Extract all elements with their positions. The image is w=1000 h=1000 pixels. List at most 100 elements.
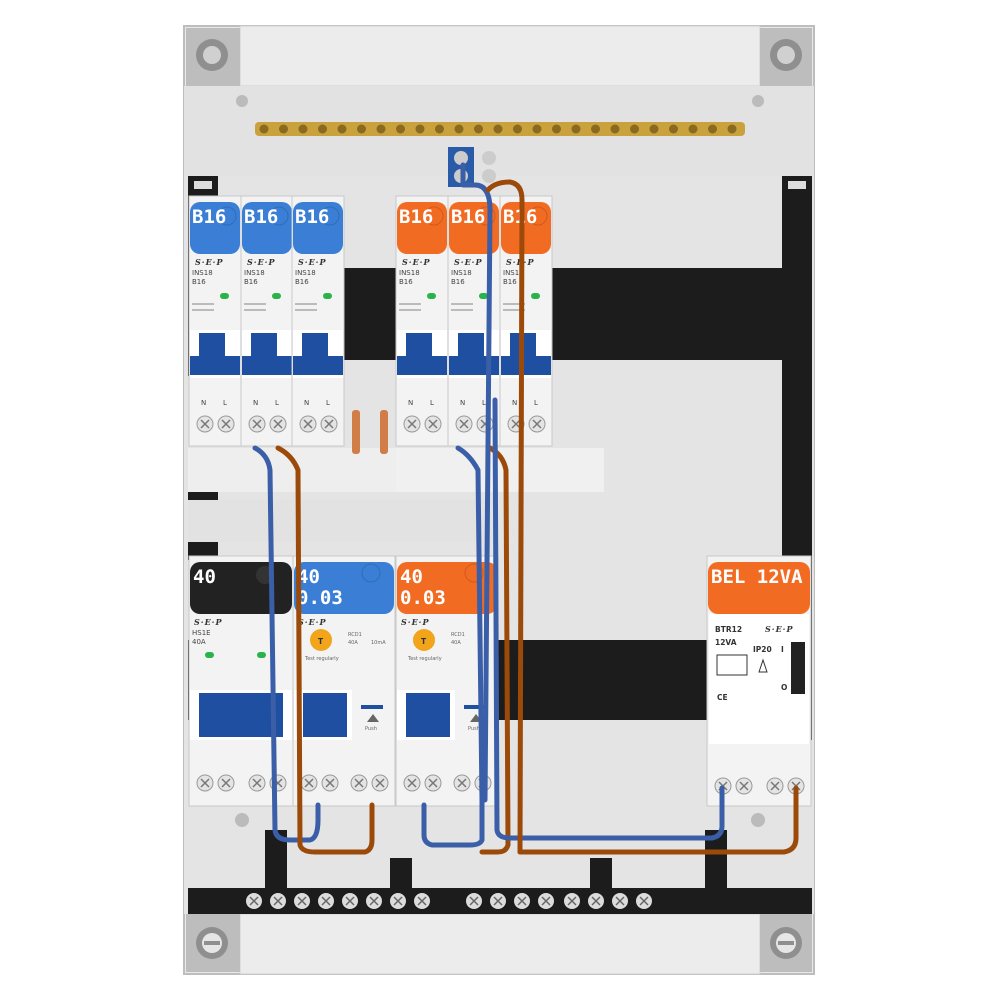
breaker-rating: B16 [192, 278, 206, 286]
trip-indicator [361, 705, 383, 709]
test-button[interactable] [413, 629, 435, 651]
screw-slot [457, 778, 467, 788]
corner-mount-top-right [760, 28, 812, 86]
screw-slot [591, 896, 601, 906]
wiring [252, 162, 799, 855]
transformer-switch[interactable] [791, 642, 805, 694]
earth-screw [552, 124, 561, 134]
cap-indicator [424, 206, 444, 226]
breaker-rating: B16 [451, 278, 465, 286]
screw-slot [252, 778, 262, 788]
earth-screw [727, 124, 737, 134]
spec-line [295, 309, 317, 311]
screw-slot [252, 419, 262, 429]
earth-screw [708, 124, 717, 134]
spec-line [192, 309, 214, 311]
screw-slot [407, 419, 417, 429]
screw-slot [639, 896, 649, 906]
breaker-label: B16 [451, 206, 485, 228]
wire-neutral-a [252, 445, 321, 843]
terminal-letter-n: N [408, 399, 413, 407]
screw-slot [221, 778, 231, 788]
brand-logo: S·E·P [298, 617, 326, 627]
device-label-line1: 40 [193, 566, 216, 588]
screw-slot [417, 896, 427, 906]
device-rating: 40A [348, 640, 358, 646]
push-text: Push [468, 726, 480, 732]
screw-slot [567, 896, 577, 906]
spec-line [399, 303, 421, 305]
brand-logo: S·E·P [454, 257, 482, 267]
screw-slot [393, 896, 403, 906]
toggle-handle[interactable] [406, 693, 450, 737]
wire-bell-neutral [492, 397, 725, 841]
screw-slot [428, 419, 438, 429]
device-cap [708, 562, 810, 614]
breaker-model: INS18 [399, 269, 420, 277]
earth-screw [688, 124, 698, 134]
switch-off-label: O [781, 683, 787, 692]
toggle-handle[interactable] [199, 693, 283, 737]
screw-slot [249, 896, 259, 906]
breaker-rating: B16 [503, 278, 517, 286]
screw-slot [354, 778, 364, 788]
wiring-diagram-icon [716, 654, 748, 676]
screw-slot [273, 419, 283, 429]
screw-slot [428, 778, 438, 788]
handle-base [190, 356, 240, 375]
terminal-letter-l: L [430, 399, 434, 407]
wire-feed-brown [485, 179, 525, 855]
handle-base [449, 356, 499, 375]
terminal-letter-l: L [326, 399, 330, 407]
earth-screw [630, 124, 639, 134]
device-rating: 40A [192, 638, 206, 646]
earth-screw [259, 124, 269, 134]
cap-indicator [361, 563, 381, 583]
terminal-letter-n: N [460, 399, 465, 407]
screw-slot [297, 896, 307, 906]
handle-base [293, 356, 343, 375]
earth-screw [513, 124, 522, 134]
earth-screw [610, 124, 620, 134]
spec-line [399, 309, 421, 311]
cap-indicator [217, 206, 237, 226]
brand-logo: S·E·P [194, 617, 222, 627]
screw-slot [770, 781, 780, 791]
device-rating: 40A [451, 640, 461, 646]
brand-logo: S·E·P [298, 257, 326, 267]
spec-line [295, 303, 317, 305]
screw-slot [532, 419, 542, 429]
spec-line [244, 303, 266, 305]
status-indicator [257, 652, 266, 658]
spec-line [503, 309, 525, 311]
terminal-letter-l: L [223, 399, 227, 407]
earth-screw [435, 124, 444, 134]
ce-mark: CE [717, 693, 728, 702]
brand-logo: S·E·P [247, 257, 275, 267]
test-button[interactable] [310, 629, 332, 651]
earth-screw [474, 124, 483, 134]
earth-screw [649, 124, 659, 134]
spec-line [451, 303, 473, 305]
terminal-screws [246, 893, 652, 909]
corner-mount-bottom-left [186, 914, 240, 972]
screw-slot [615, 896, 625, 906]
push-arrow-icon [367, 714, 379, 722]
earth-screw [571, 124, 581, 134]
device-label-line1: 40 [400, 566, 423, 588]
switch-on-label: I [781, 645, 784, 654]
breaker-label: B16 [192, 206, 226, 228]
toggle-handle[interactable] [303, 693, 347, 737]
breaker-model: INS18 [503, 269, 524, 277]
device-model: RCD1 [348, 632, 362, 638]
status-indicator [220, 293, 229, 299]
